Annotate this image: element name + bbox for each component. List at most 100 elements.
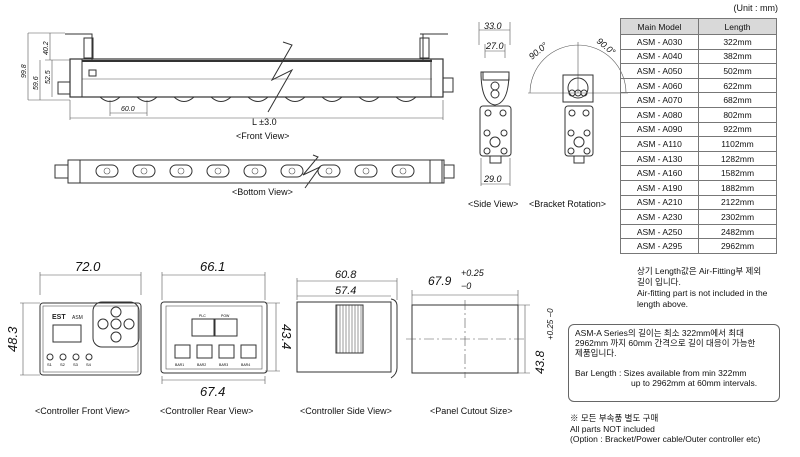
model-cell: ASM - A040 xyxy=(620,48,699,65)
nozzle xyxy=(210,96,232,102)
note-text: ※ 모든 부속품 별도 구매 xyxy=(570,413,659,423)
status-led xyxy=(46,353,54,361)
side-dim-bottom: 29.0 xyxy=(483,174,502,184)
note-text: (Option : Bracket/Power cable/Outer cont… xyxy=(570,434,761,444)
nozzle xyxy=(317,164,341,178)
model-cell: ASM - A190 xyxy=(620,179,699,196)
model-cell: ASM - A080 xyxy=(620,106,699,123)
length-cell: 2302mm xyxy=(698,209,777,225)
status-led xyxy=(59,353,67,361)
length-cell: 1882mm xyxy=(698,179,777,196)
dim-pitch: 60.0 xyxy=(121,106,135,113)
model-cell: ASM - A050 xyxy=(620,63,699,79)
bar-connector xyxy=(240,344,257,359)
bottom-view-caption: <Bottom View> xyxy=(232,187,293,197)
side-dim-top: 33.0 xyxy=(484,21,502,31)
ctrl-rear-height: 43.4 xyxy=(279,324,294,349)
dim-bracket: 40.2 xyxy=(43,41,50,55)
length-cell: 802mm xyxy=(698,106,777,123)
model-cell: ASM - A295 xyxy=(620,238,699,254)
port-label: POW xyxy=(221,314,230,318)
cutout-width-tol-minus: −0 xyxy=(461,281,471,291)
cutout-width: 67.9 xyxy=(428,274,452,288)
ctrl-rear-width-bottom: 67.4 xyxy=(200,384,225,399)
cutout-height-tol: +0.25 −0 xyxy=(546,308,555,340)
keypad xyxy=(92,301,140,348)
status-led xyxy=(85,353,93,361)
length-cell: 382mm xyxy=(698,48,777,65)
length-cell: 682mm xyxy=(698,92,777,108)
bracket-rotation-caption: <Bracket Rotation> xyxy=(529,199,606,209)
length-cell: 922mm xyxy=(698,121,777,138)
bar-connector xyxy=(196,344,213,359)
model-cell: ASM - A030 xyxy=(620,34,699,50)
nozzle xyxy=(95,164,119,178)
nozzle xyxy=(173,96,195,102)
model-cell: ASM - A110 xyxy=(620,136,699,152)
length-cell: 1102mm xyxy=(698,136,777,152)
dim-length: L ±3.0 xyxy=(252,117,277,127)
length-note: 상기 Length값은 Air-Fitting부 제외 길이 입니다. Air-… xyxy=(637,266,797,310)
series-info-box: ASM-A Series의 길이는 최소 322mm에서 최대 2962mm 까… xyxy=(568,324,780,402)
note-text: Air-fitting part is not included in the xyxy=(637,288,768,298)
unit-label: (Unit : mm) xyxy=(733,3,779,13)
ctrl-rear-width-top: 66.1 xyxy=(200,259,225,274)
note-text: up to 2962mm at 60mm intervals. xyxy=(631,378,758,388)
nozzle xyxy=(354,164,378,178)
connector-label: BAR2 xyxy=(197,363,206,367)
port-label: PLC xyxy=(199,314,206,318)
bracket-rotation-view: 90.0° 90.0° <Bracket Rotation> xyxy=(527,36,628,209)
length-cell: 2482mm xyxy=(698,223,777,240)
nozzle xyxy=(280,164,304,178)
model-cell: ASM - A210 xyxy=(620,194,699,211)
cutout-width-tol-plus: +0.25 xyxy=(461,268,485,278)
ctrl-front-height: 48.3 xyxy=(5,326,20,352)
model-label: ASM xyxy=(72,315,83,321)
port-pow xyxy=(214,318,238,337)
bar-connector xyxy=(218,344,235,359)
model-cell: ASM - A250 xyxy=(620,223,699,240)
ctrl-rear-caption: <Controller Rear View> xyxy=(160,406,253,416)
length-cell: 2122mm xyxy=(698,194,777,211)
model-cell: ASM - A230 xyxy=(620,209,699,225)
nozzle xyxy=(169,164,193,178)
model-cell: ASM - A060 xyxy=(620,77,699,94)
length-cell: 502mm xyxy=(698,63,777,79)
panel-cutout-view: 67.9 +0.25 −0 43.8 +0.25 −0 <Panel Cutou… xyxy=(406,268,555,416)
note-text: length above. xyxy=(637,299,689,309)
nozzle xyxy=(358,96,380,102)
bottom-view: <Bottom View> xyxy=(54,154,455,197)
length-cell: 322mm xyxy=(698,34,777,50)
ionizer-bar-body xyxy=(69,58,444,98)
header-length: Length xyxy=(698,18,777,35)
connector-label: BAR1 xyxy=(175,363,184,367)
front-view-caption: <Front View> xyxy=(236,131,289,141)
parts-note: ※ 모든 부속품 별도 구매 All parts NOT included (O… xyxy=(570,413,760,445)
angle-left: 90.0° xyxy=(527,40,550,61)
model-cell: ASM - A160 xyxy=(620,165,699,181)
length-cell: 1582mm xyxy=(698,165,777,181)
side-view: 33.0 27.0 29.0 <Side View> xyxy=(468,21,518,209)
model-cell: ASM - A130 xyxy=(620,150,699,167)
nozzle xyxy=(395,96,417,102)
cutout-caption: <Panel Cutout Size> xyxy=(430,406,513,416)
front-view: 99.8 40.2 59.6 52.5 60.0 L ±3.0 <Front V… xyxy=(21,32,454,141)
length-cell: 622mm xyxy=(698,77,777,94)
nozzle xyxy=(247,96,269,102)
cutout-height: 43.8 xyxy=(533,350,547,374)
nozzle xyxy=(321,96,343,102)
ctrl-side-caption: <Controller Side View> xyxy=(300,406,392,416)
